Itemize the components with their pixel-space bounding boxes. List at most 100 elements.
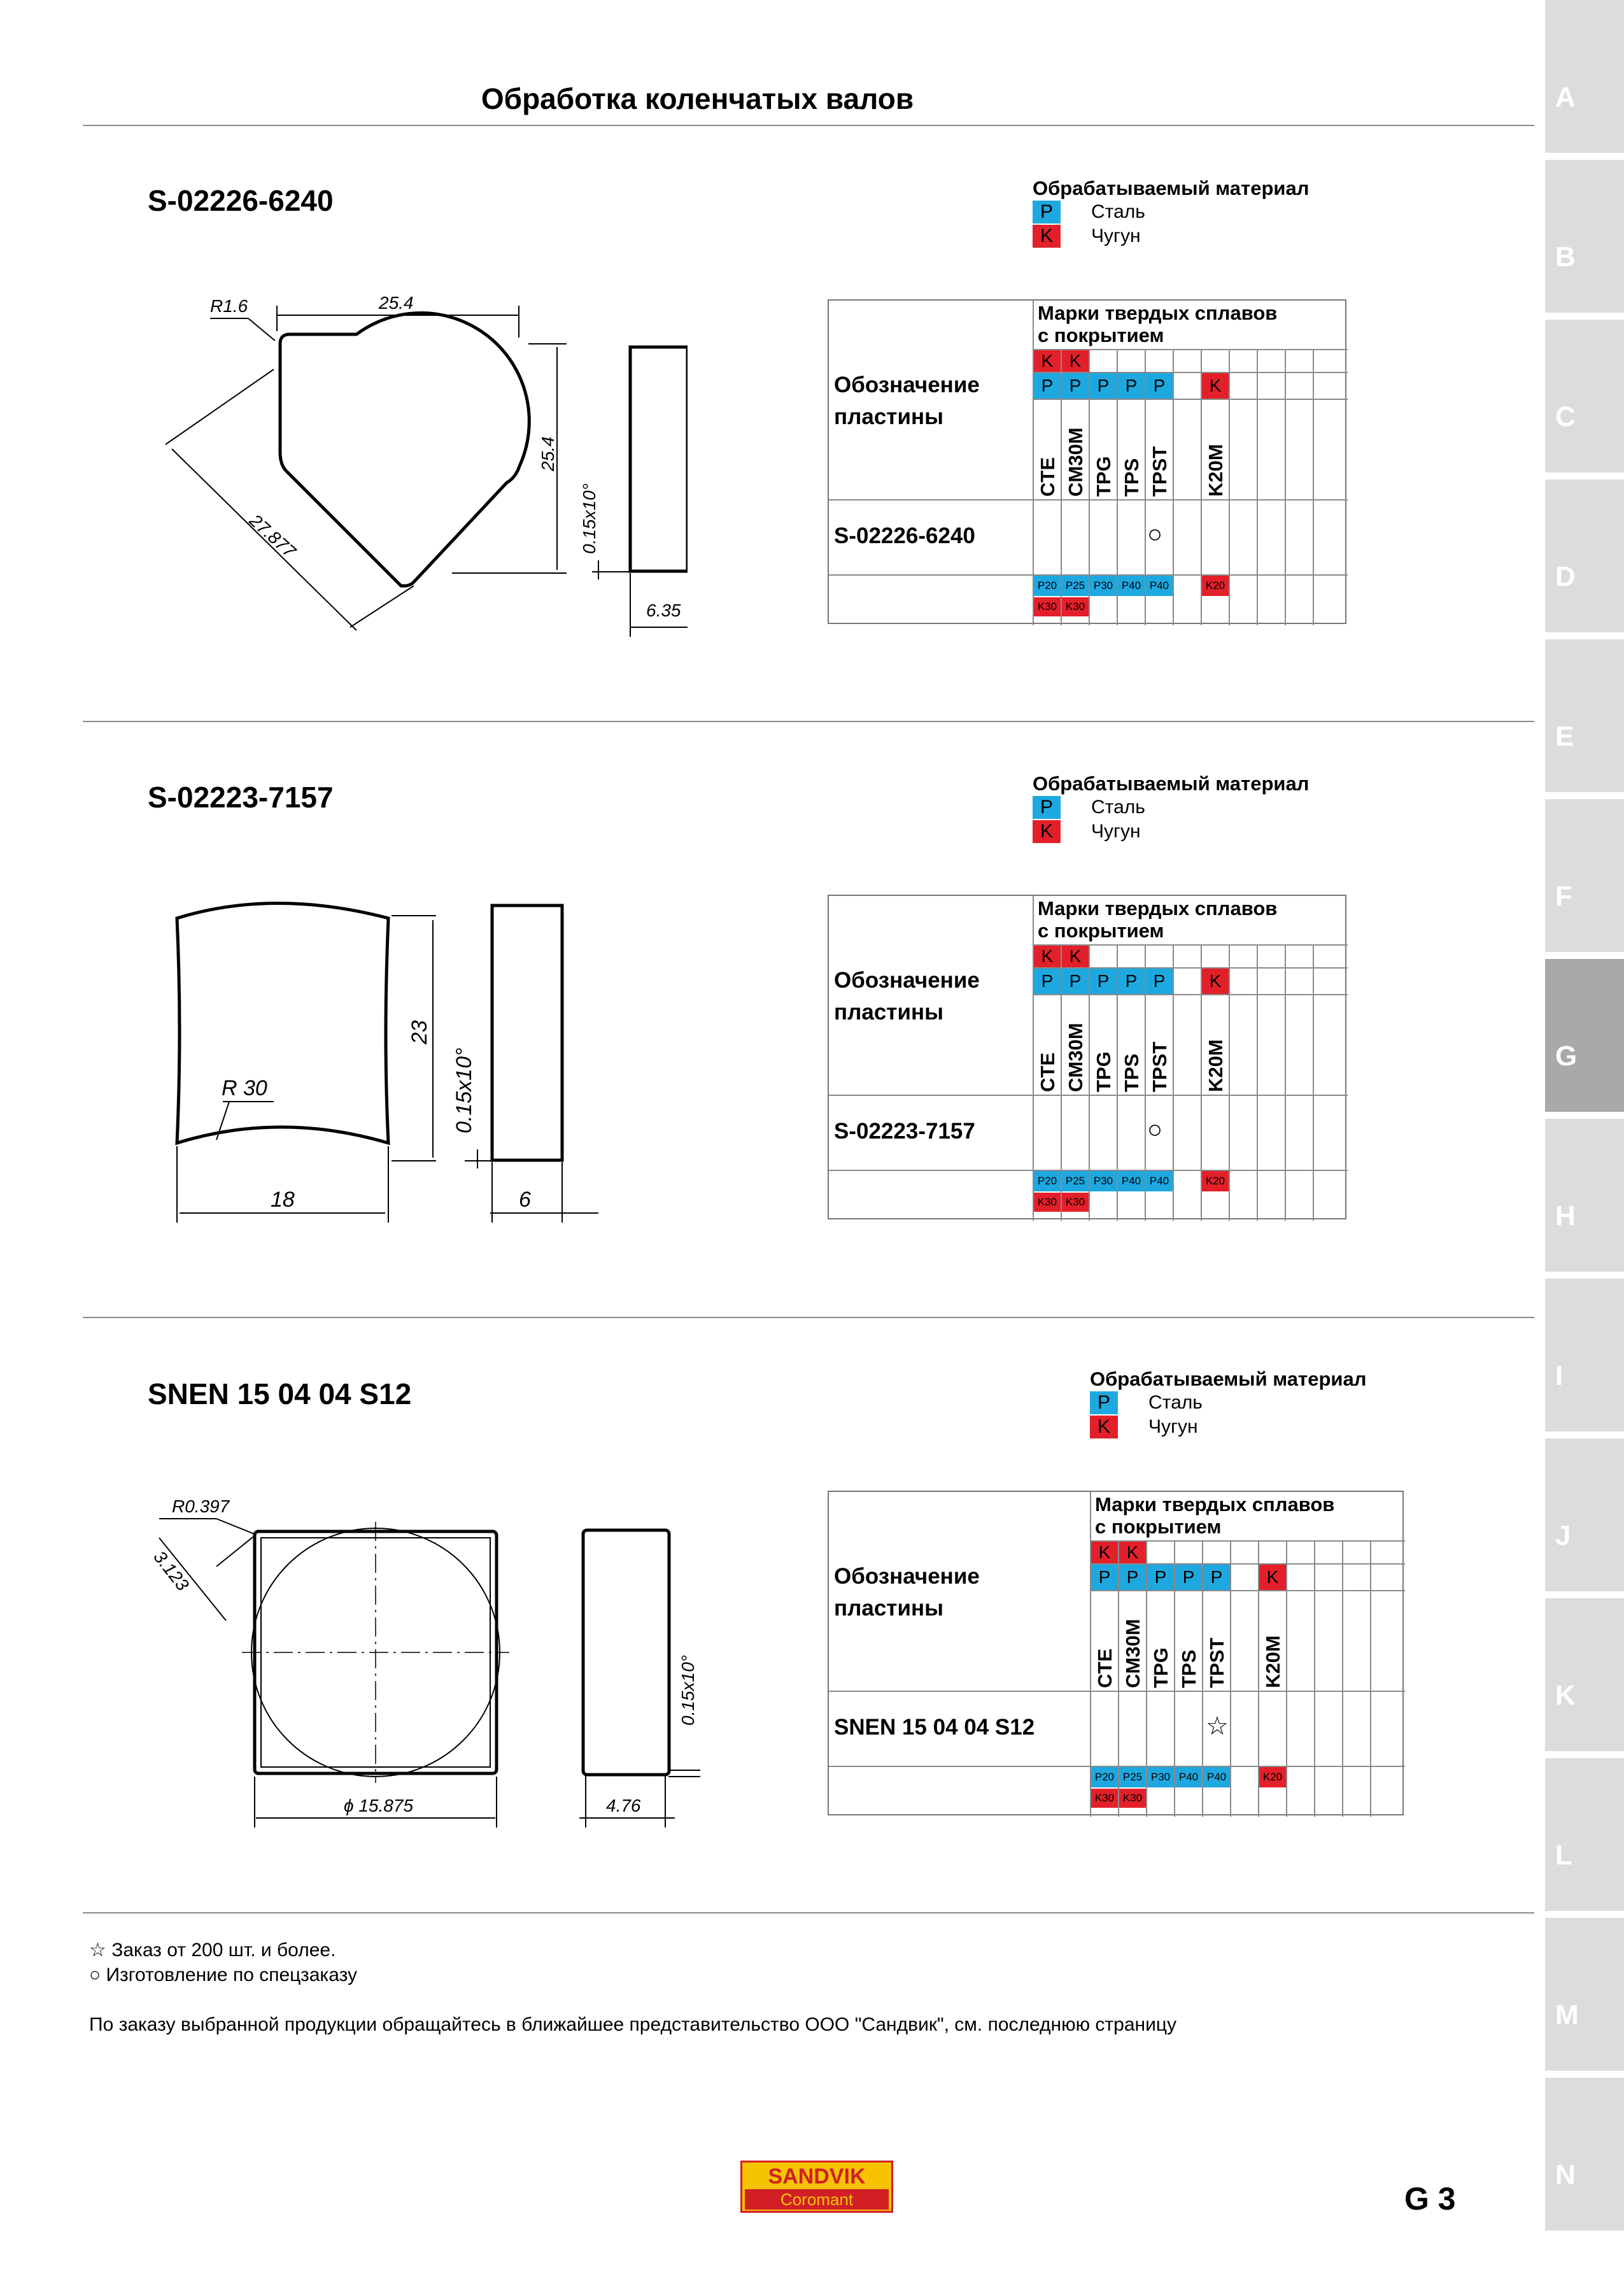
p-chip: P — [1146, 969, 1173, 994]
range-k20: K20 — [1202, 1171, 1229, 1191]
tab-a[interactable]: A — [1545, 0, 1624, 153]
grade-k20m: K20M — [1204, 444, 1227, 497]
tab-n[interactable]: N — [1545, 2078, 1624, 2231]
dim-radius-2: R 30 — [222, 1076, 267, 1100]
range-k30: K30 — [1091, 1789, 1118, 1808]
grade-tps: TPS — [1120, 458, 1143, 497]
header-divider — [83, 125, 1534, 126]
material-p-chip: P — [1033, 201, 1061, 224]
page-number: G 3 — [1404, 2181, 1456, 2217]
dim-diameter-3: ϕ 15.875 — [344, 1796, 413, 1815]
designation-line2: пластины — [834, 1000, 943, 1025]
availability-mark-3: ☆ — [1206, 1712, 1229, 1740]
dim-width-1: 25.4 — [378, 293, 414, 313]
tab-h[interactable]: H — [1545, 1119, 1624, 1272]
section-title-3: SNEN 15 04 04 S12 — [148, 1377, 412, 1410]
range-p40: P40 — [1146, 1171, 1173, 1191]
range-k30: K30 — [1062, 1193, 1089, 1212]
designation-line1: Обозначение — [834, 373, 980, 397]
grade-tpst: TPST — [1148, 1041, 1171, 1092]
dim-thickness-1: 6.35 — [646, 600, 681, 620]
k-chip: K — [1062, 946, 1089, 967]
tab-i[interactable]: I — [1545, 1279, 1624, 1431]
p-chip: P — [1090, 373, 1117, 399]
availability-mark-2: ○ — [1147, 1116, 1163, 1144]
grades-table-1: Марки твердых сплавов с покрытием Обозна… — [828, 299, 1348, 625]
k-chip: K — [1091, 1542, 1118, 1563]
grades-heading-line2: с покрытием — [1095, 1516, 1222, 1538]
dim-height-2: 23 — [407, 1020, 432, 1045]
range-p20: P20 — [1034, 576, 1061, 596]
note-star: ☆ Заказ от 200 шт. и более. — [89, 1940, 336, 1961]
tab-m[interactable]: M — [1545, 1918, 1624, 2071]
material-k-name: Чугун — [1091, 225, 1141, 246]
insert-drawing-2: R 30 18 23 0.15x10° 6 — [175, 902, 598, 1223]
designation-line2: пластины — [834, 1596, 943, 1621]
grade-tpst: TPST — [1148, 446, 1171, 497]
note-contact: По заказу выбранной продукции обращайтес… — [89, 2014, 1177, 2035]
p-chip: P — [1034, 373, 1061, 399]
dim-radius-3: R0.397 — [172, 1496, 230, 1516]
range-p40: P40 — [1118, 1171, 1145, 1191]
grades-heading-line2: с покрытием — [1038, 324, 1164, 346]
material-k-name: Чугун — [1091, 821, 1141, 842]
tab-d[interactable]: D — [1545, 479, 1624, 632]
p-chip: P — [1146, 373, 1173, 399]
tab-c[interactable]: C — [1545, 320, 1624, 472]
dim-thickness-3: 4.76 — [606, 1796, 641, 1815]
grade-tps: TPS — [1178, 1649, 1200, 1688]
range-p30: P30 — [1090, 576, 1117, 596]
range-k20: K20 — [1259, 1767, 1286, 1787]
grade-cte: CTE — [1094, 1649, 1116, 1688]
designation-line1: Обозначение — [834, 968, 980, 993]
dim-angle-3: 0.15x10° — [678, 1655, 698, 1726]
dim-angle-1: 0.15x10° — [579, 483, 599, 554]
grades-heading-line2: с покрытием — [1038, 919, 1164, 942]
p-chip: P — [1118, 969, 1145, 994]
grade-tpg: TPG — [1092, 456, 1115, 497]
grade-cm30m: CM30M — [1064, 427, 1087, 497]
note-circle: ○ Изготовление по спецзаказу — [89, 1964, 357, 1985]
material-k-chip: K — [1033, 820, 1061, 843]
range-k30: K30 — [1062, 597, 1089, 616]
grades-table-2: Марки твердых сплавов с покрытием Обозна… — [828, 895, 1348, 1221]
designation-line2: пластины — [834, 404, 943, 429]
section-title-2: S-02223-7157 — [148, 781, 334, 814]
grades-heading-line1: Марки твердых сплавов — [1038, 897, 1278, 919]
logo-brand: SANDVIK — [745, 2165, 889, 2188]
k-chip: K — [1034, 946, 1061, 967]
tab-f[interactable]: F — [1545, 799, 1624, 952]
section-tabs: A B C D E F G H I J K L M N — [1545, 0, 1624, 2279]
range-p20: P20 — [1091, 1767, 1118, 1787]
p-chip: P — [1090, 969, 1117, 994]
tab-j[interactable]: J — [1545, 1438, 1624, 1591]
dim-height-1: 25.4 — [538, 437, 558, 472]
material-p-chip: P — [1033, 796, 1061, 819]
tab-l[interactable]: L — [1545, 1758, 1624, 1911]
grade-tpst: TPST — [1206, 1637, 1228, 1688]
material-heading: Обрабатываемый материал — [1033, 177, 1310, 199]
dim-thickness-2: 6 — [519, 1188, 531, 1212]
grade-tps: TPS — [1120, 1053, 1143, 1092]
logo-sub: Coromant — [745, 2189, 889, 2210]
grades-table-3: Марки твердых сплавов с покрытием Обозна… — [828, 1491, 1405, 1817]
range-p40: P40 — [1175, 1767, 1202, 1787]
tab-k[interactable]: K — [1545, 1598, 1624, 1751]
dim-width-2: 18 — [271, 1188, 295, 1212]
grade-cte: CTE — [1036, 1053, 1059, 1092]
k-chip: K — [1034, 350, 1061, 372]
range-k20: K20 — [1202, 576, 1229, 596]
tab-e[interactable]: E — [1545, 639, 1624, 792]
p-chip: P — [1118, 373, 1145, 399]
tab-b[interactable]: B — [1545, 160, 1624, 313]
grade-cm30m: CM30M — [1122, 1619, 1144, 1688]
tab-g[interactable]: G — [1545, 959, 1624, 1112]
p-chip: P — [1062, 373, 1089, 399]
insert-designation-1: S-02226-6240 — [834, 523, 975, 548]
p-chip: P — [1062, 969, 1089, 994]
range-p25: P25 — [1062, 576, 1089, 596]
p-chip: P — [1034, 969, 1061, 994]
